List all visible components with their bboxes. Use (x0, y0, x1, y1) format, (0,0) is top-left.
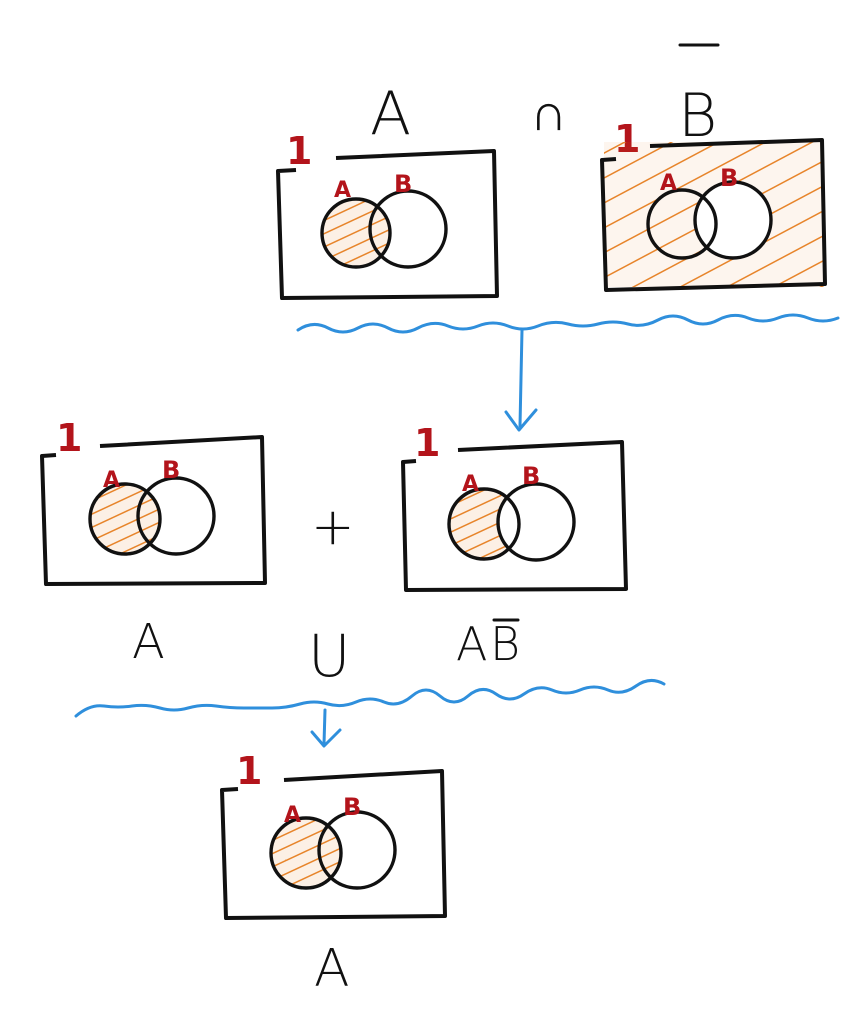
separator-wave-top (296, 313, 840, 334)
set-a-circle (88, 482, 162, 556)
union-symbol: U (308, 622, 350, 690)
middle-left-caption: A (132, 614, 165, 670)
plus-operator: + (311, 497, 355, 557)
universe-frame (220, 769, 447, 920)
middle-right-caption: A B (456, 617, 520, 671)
panel-middle-right: 1 A B (401, 421, 628, 592)
panel-middle-left: 1 A B (40, 416, 267, 586)
universe-label: 1 (414, 421, 440, 465)
universe-label: 1 (236, 749, 262, 793)
panel-top-left: 1 A B (276, 129, 499, 300)
arrow-down-shaft-bottom (322, 708, 327, 746)
arrow-down-head-bottom (310, 728, 342, 748)
universe-label: 1 (56, 416, 82, 460)
set-a-circle (646, 188, 718, 260)
bottom-caption: A (314, 939, 350, 999)
panel-bottom: 1 A B (220, 749, 447, 920)
separator-wave-bottom (74, 679, 666, 718)
set-b-label: B (394, 170, 412, 198)
set-b-label: B (720, 164, 738, 192)
set-a-circle (447, 487, 521, 561)
universe-label: 1 (286, 129, 312, 173)
panel-top-right: 1 A B (600, 117, 827, 292)
set-b-circle (368, 189, 448, 269)
set-b-circle (693, 180, 773, 260)
top-right-symbol: B (678, 81, 717, 151)
universe-frame (401, 440, 628, 592)
set-a-label: A (660, 171, 677, 196)
set-b-label: B (522, 462, 540, 490)
middle-right-caption-b: B (490, 617, 520, 671)
set-b-label: B (343, 793, 361, 821)
set-b-label: B (162, 456, 180, 484)
arrow-down-head-top (504, 408, 538, 432)
set-b-circle (496, 482, 576, 562)
intersection-operator: ∩ (530, 83, 567, 143)
set-a-label: A (103, 468, 120, 493)
set-a-circle (269, 816, 343, 890)
universe-frame (276, 149, 499, 300)
arrow-down-shaft-top (518, 328, 524, 428)
top-right-symbol-group: B (678, 43, 720, 151)
set-b-circle (136, 476, 216, 556)
top-left-symbol: A (370, 79, 411, 149)
set-b-circle (317, 810, 397, 890)
universe-frame (40, 435, 267, 586)
universe-frame (600, 138, 827, 292)
middle-right-caption-a: A (456, 617, 487, 671)
set-a-label: A (284, 803, 301, 828)
set-a-circle (320, 197, 392, 269)
set-a-label: A (334, 178, 351, 203)
set-a-label: A (462, 472, 479, 497)
